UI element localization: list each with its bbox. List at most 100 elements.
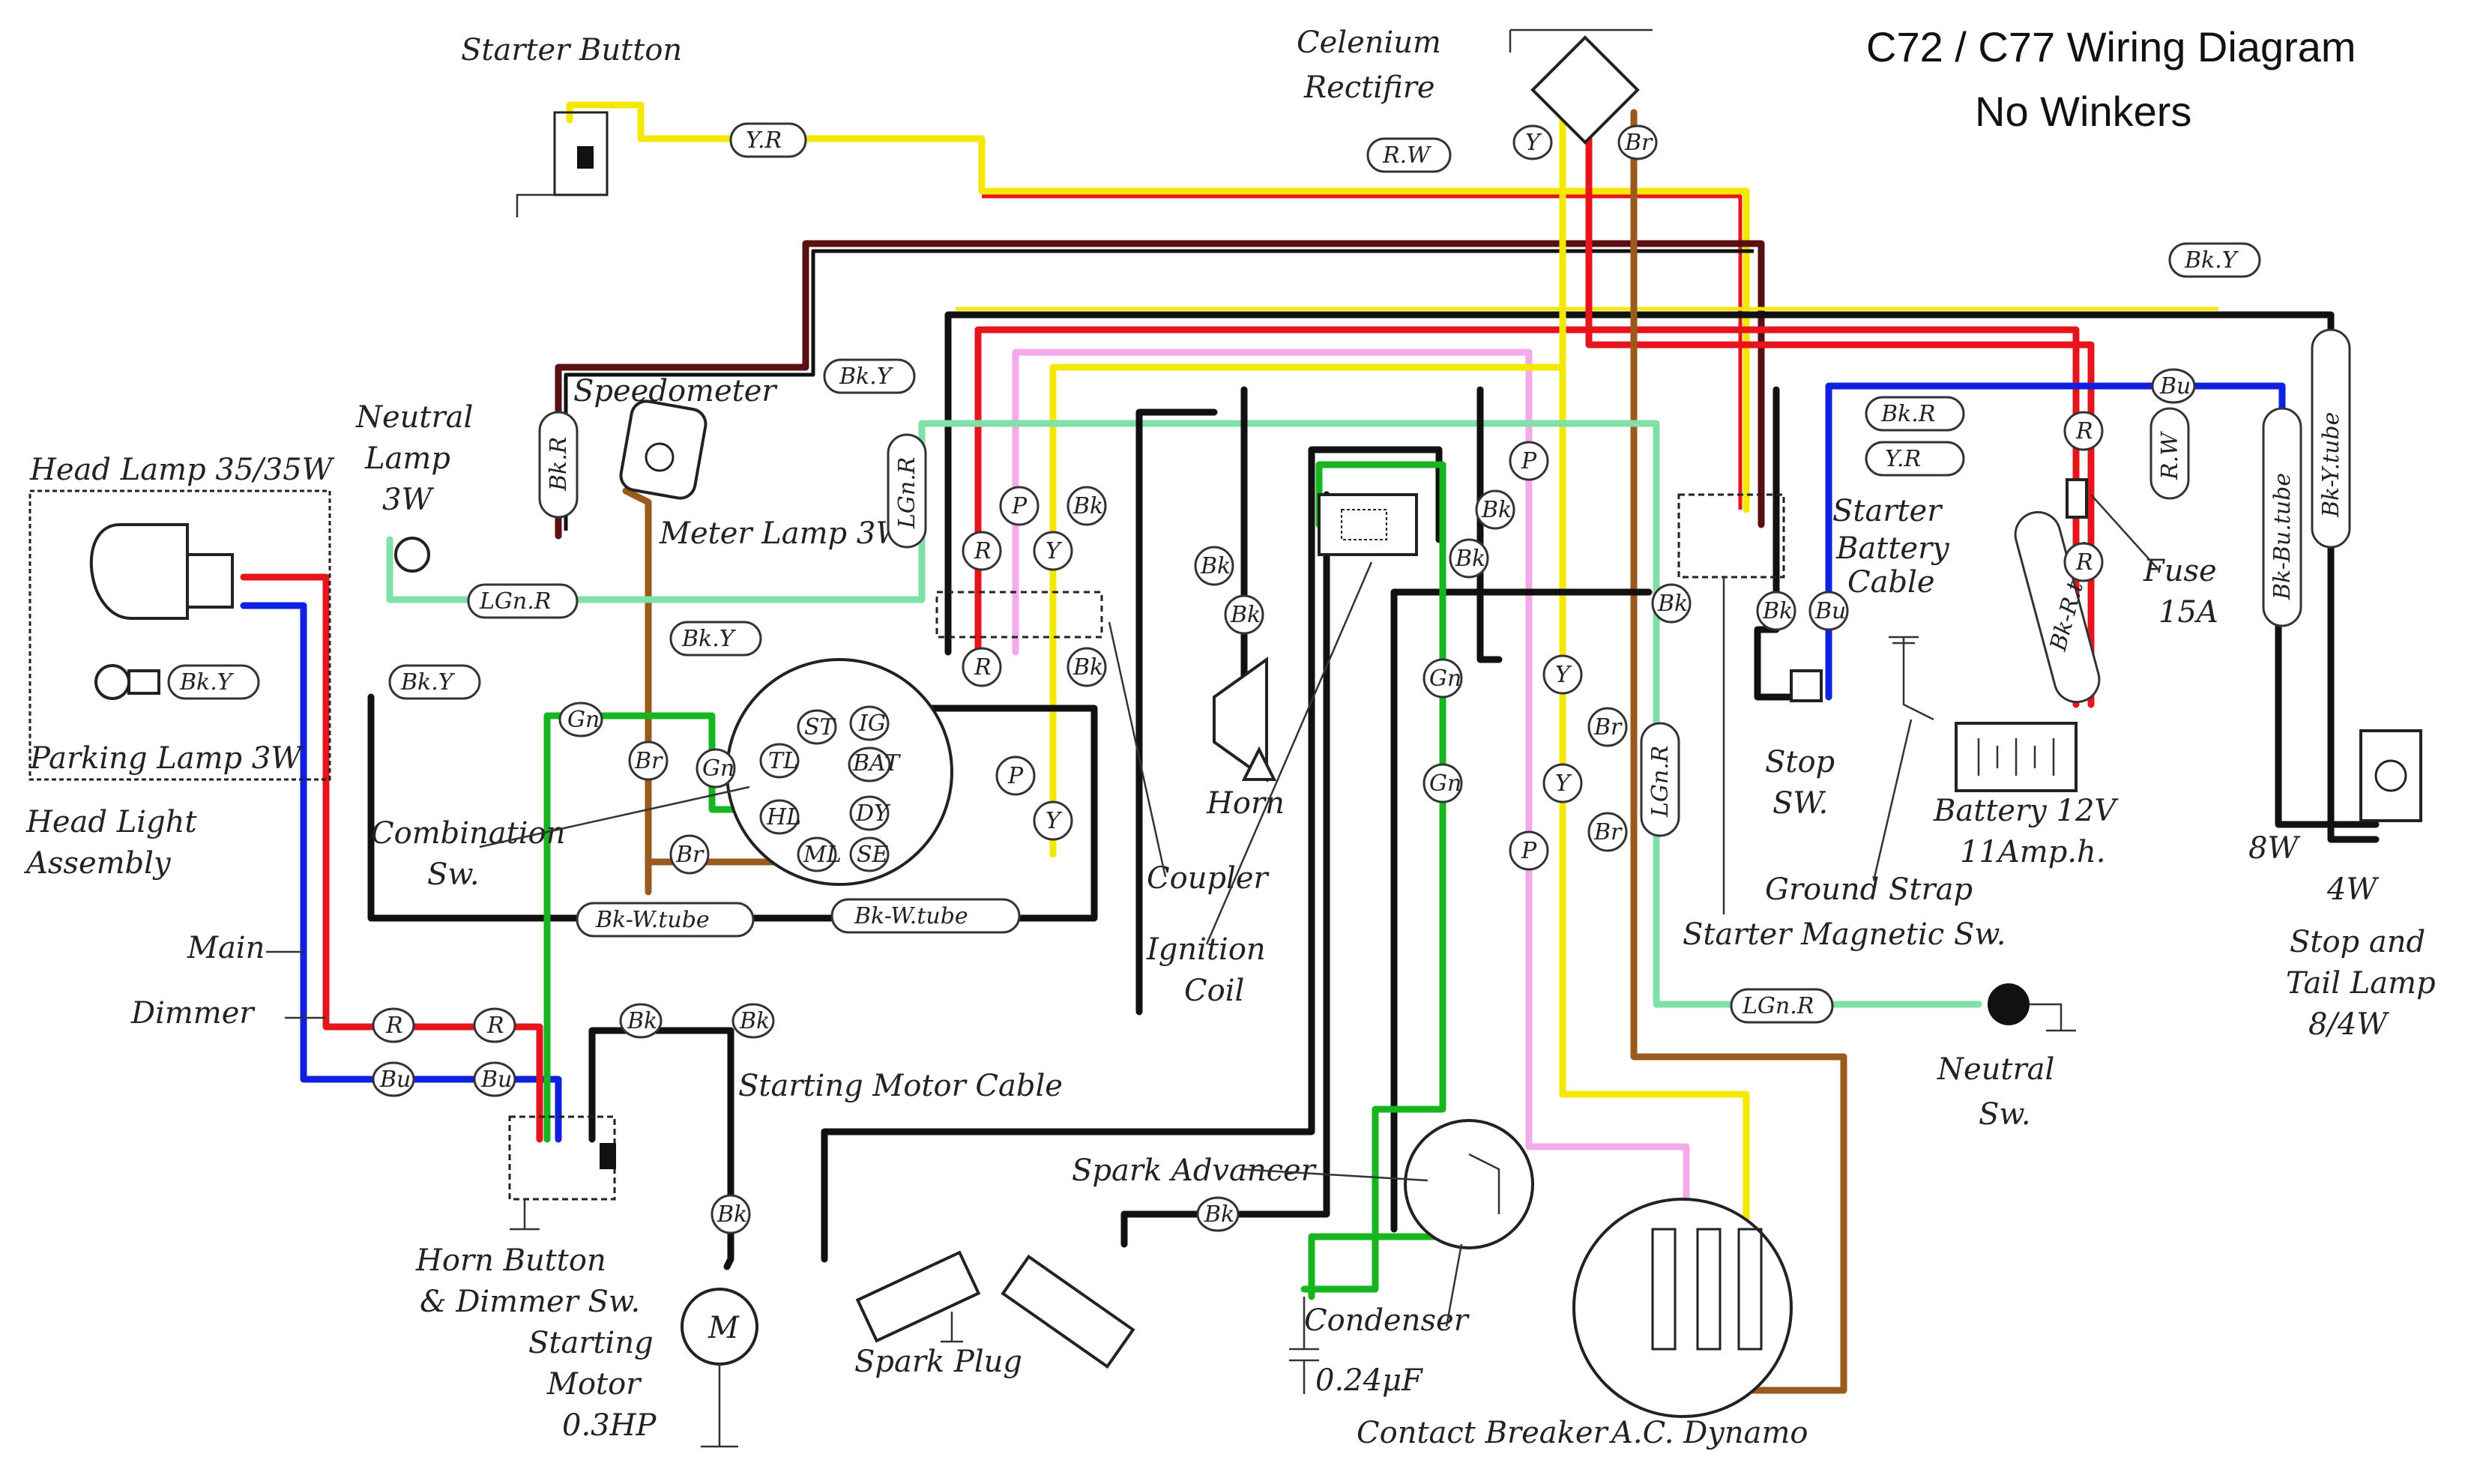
label-starting-motor-3: 0.3HP bbox=[562, 1408, 657, 1443]
label-head-light-2: Assembly bbox=[23, 846, 172, 881]
spark-plug-symbol bbox=[855, 1250, 1135, 1369]
leader-lines bbox=[266, 494, 2159, 1327]
diagram-title: C72 / C77 Wiring Diagram bbox=[1866, 23, 2356, 70]
wire-black-stop bbox=[1754, 386, 1802, 701]
tag-yr-top: Y.R bbox=[746, 127, 782, 154]
selenium-rectifier bbox=[1509, 28, 1653, 145]
wire-yellow-left bbox=[1049, 364, 1566, 858]
label-main: Main bbox=[187, 931, 265, 965]
label-rectifier-1: Celenium bbox=[1297, 25, 1441, 60]
tag-bk-6: Bk bbox=[1455, 546, 1485, 572]
label-ground-strap: Ground Strap bbox=[1765, 872, 1973, 907]
terminal-ig: IG bbox=[858, 711, 886, 737]
terminal-bat: BAT bbox=[852, 750, 901, 776]
contact-breaker-symbol bbox=[1404, 1119, 1534, 1249]
tag-lgnr-mid: LGn.R bbox=[1647, 746, 1674, 818]
tag-r-2: R bbox=[974, 654, 992, 681]
coupler-symbol bbox=[935, 591, 1103, 639]
tag-bu-right: Bu bbox=[2159, 373, 2191, 399]
tag-br-2: Br bbox=[1593, 819, 1623, 845]
label-tail-8w: 8W bbox=[2248, 831, 2300, 866]
tag-rw-vert: R.W bbox=[2157, 431, 2183, 480]
wire-black-motor bbox=[588, 1027, 734, 1270]
label-tail-lamp-1: Stop and bbox=[2290, 925, 2425, 959]
wire-pink-top bbox=[1012, 349, 1690, 1233]
label-horn-button-2: & Dimmer Sw. bbox=[420, 1285, 640, 1319]
label-starting-motor-2: Motor bbox=[546, 1367, 642, 1402]
ac-dynamo-symbol bbox=[1572, 1198, 1793, 1418]
label-ac-dynamo: A.C. Dynamo bbox=[1608, 1416, 1808, 1450]
wire-black-mid bbox=[1476, 386, 1503, 663]
stop-switch-symbol bbox=[1790, 669, 1823, 702]
tag-br-comb1: Br bbox=[634, 748, 663, 774]
wire-black-coil1 bbox=[1135, 408, 1218, 1016]
tag-gn-comb2: Gn bbox=[702, 755, 734, 782]
wire-black-tail2 bbox=[2327, 543, 2380, 843]
label-meter-lamp: Meter Lamp 3W bbox=[659, 516, 908, 551]
label-rectifier-2: Rectifire bbox=[1303, 70, 1435, 105]
tag-bk-4: Bk bbox=[1230, 602, 1261, 628]
wire-red-top2 bbox=[1585, 116, 2095, 708]
label-stop-sw-1: Stop bbox=[1765, 745, 1835, 779]
tag-bky-head: Bk.Y bbox=[179, 669, 235, 696]
tag-y-3: Y bbox=[1555, 770, 1572, 797]
motor-symbol-label: M bbox=[707, 1311, 740, 1345]
wire-black-combsw bbox=[367, 693, 1098, 922]
neutral-lamp-symbol bbox=[394, 537, 430, 573]
tag-bk-spark: Bk bbox=[1204, 1201, 1234, 1228]
terminal-hl: HL bbox=[766, 804, 801, 830]
tag-bkbu-tube: Bk-Bu.tube bbox=[2269, 473, 2296, 600]
tag-bu-dim2: Bu bbox=[480, 1067, 512, 1093]
wire-darkred-trunk bbox=[555, 240, 1765, 540]
wire-tags: Y.R R.W Bk.Y Bk.Y Bk.R Y.R LGn.R Bk.Y Bk… bbox=[167, 122, 2351, 1024]
tag-y-cs: Y bbox=[1046, 808, 1063, 834]
label-condenser: Condenser bbox=[1304, 1303, 1470, 1338]
label-head-lamp: Head Lamp 35/35W bbox=[29, 453, 335, 487]
tag-bk-cable2: Bk bbox=[739, 1008, 770, 1034]
terminal-dy: DY bbox=[855, 800, 891, 827]
label-starting-motor-cable: Starting Motor Cable bbox=[738, 1069, 1063, 1103]
wire-yr-stripe bbox=[982, 194, 1743, 510]
label-fuse-2: 15A bbox=[2158, 595, 2218, 630]
tag-bk-motor: Bk bbox=[716, 1201, 747, 1228]
label-horn-button-1: Horn Button bbox=[415, 1243, 606, 1278]
label-spark-plug: Spark Plug bbox=[854, 1345, 1022, 1379]
label-neutral-lamp-1: Neutral bbox=[355, 400, 473, 435]
tag-bk-2: Bk bbox=[1072, 654, 1103, 681]
terminal-ml: ML bbox=[803, 842, 842, 868]
tag-gn-comb1: Gn bbox=[567, 707, 600, 733]
label-ignition-1: Ignition bbox=[1146, 932, 1266, 967]
tag-bk-1: Bk bbox=[1072, 493, 1103, 519]
tag-y-1: Y bbox=[1046, 538, 1063, 564]
tag-p-3: P bbox=[1521, 448, 1537, 474]
label-head-light-1: Head Light bbox=[25, 805, 197, 839]
wire-bky-main bbox=[944, 311, 2335, 656]
tag-bk-5: Bk bbox=[1481, 497, 1512, 523]
ignition-coil-symbol bbox=[1318, 493, 1418, 556]
label-combination-1: Combination bbox=[371, 816, 565, 851]
label-starter-magnetic: Starter Magnetic Sw. bbox=[1683, 917, 2006, 952]
label-neutral-sw-2: Sw. bbox=[1979, 1097, 2031, 1132]
tag-gn-2: Gn bbox=[1429, 770, 1461, 797]
wire-blue-left bbox=[240, 602, 562, 1143]
label-dimmer: Dimmer bbox=[130, 996, 256, 1031]
tag-bky-comb: Bk.Y bbox=[681, 626, 737, 652]
label-tail-lamp-2: Tail Lamp bbox=[2286, 966, 2436, 1001]
terminal-st: ST bbox=[804, 714, 836, 741]
ground-strap-symbol bbox=[1889, 636, 1934, 721]
wire-blue-right bbox=[1825, 382, 2286, 701]
label-coupler: Coupler bbox=[1147, 861, 1270, 896]
tag-bk-3: Bk bbox=[1200, 553, 1231, 579]
tag-bk-stop: Bk bbox=[1762, 598, 1793, 624]
wire-brown-comb bbox=[622, 487, 652, 896]
label-speedometer: Speedometer bbox=[573, 374, 778, 408]
tag-r-fuse1: R bbox=[2075, 418, 2093, 444]
neutral-switch-symbol bbox=[1988, 983, 2076, 1032]
diagram-subtitle: No Winkers bbox=[1975, 88, 2191, 135]
wire-green-combsw bbox=[543, 712, 753, 1143]
tag-bky-left: Bk.Y bbox=[839, 364, 894, 390]
tag-r-fuse2: R bbox=[2075, 549, 2093, 576]
speedometer-symbol bbox=[619, 399, 707, 500]
label-fuse-1: Fuse bbox=[2143, 554, 2217, 588]
